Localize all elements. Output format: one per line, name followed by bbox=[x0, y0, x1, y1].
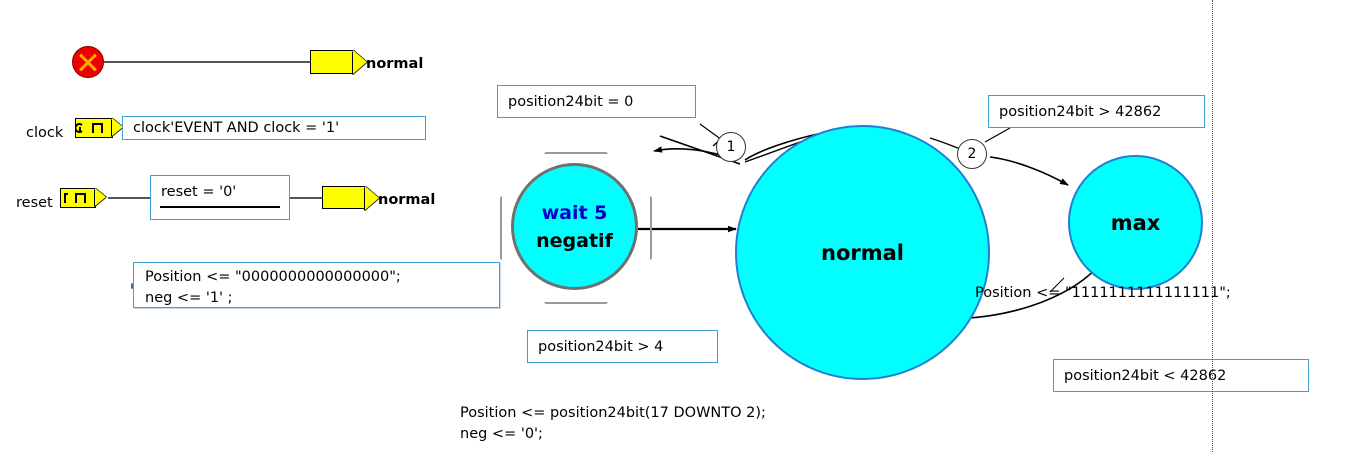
state-wait5[interactable]: wait 5 negatif bbox=[511, 163, 638, 290]
transition-number-2[interactable]: 2 bbox=[957, 139, 987, 169]
state-max-label: max bbox=[1110, 210, 1161, 235]
reset-condition-box[interactable]: reset = '0' bbox=[150, 175, 290, 220]
normal-action-line-2: neg <= '0'; bbox=[460, 426, 543, 442]
reset-signal-label: reset bbox=[16, 195, 53, 211]
clock-signal-label: clock bbox=[26, 125, 64, 141]
state-ref-normal-start[interactable] bbox=[310, 50, 354, 74]
reset-action-box[interactable]: Position <= "0000000000000000"; neg <= '… bbox=[133, 262, 500, 308]
start-node[interactable] bbox=[72, 46, 104, 78]
reset-connector-line-left bbox=[108, 197, 150, 199]
page-boundary-line bbox=[1212, 0, 1213, 452]
condition-box-position-gt-42862[interactable]: position24bit > 42862 bbox=[988, 95, 1205, 128]
condition-box-position-gt-4[interactable]: position24bit > 4 bbox=[527, 330, 718, 363]
reset-condition-underline bbox=[160, 206, 280, 208]
reset-condition-text: reset = '0' bbox=[161, 183, 237, 200]
reset-connector-line-right bbox=[290, 197, 322, 199]
state-max[interactable]: max bbox=[1068, 155, 1203, 290]
rising-edge-icon[interactable] bbox=[74, 118, 113, 138]
condition-box-position-eq-0[interactable]: position24bit = 0 bbox=[497, 85, 696, 118]
clock-condition-box[interactable]: clock'EVENT AND clock = '1' bbox=[122, 116, 426, 140]
condition-box-position-lt-42862[interactable]: position24bit < 42862 bbox=[1053, 359, 1309, 392]
pulse-glyph bbox=[64, 193, 86, 203]
state-wait5-label-line2: negatif bbox=[536, 229, 613, 252]
reset-action-line-1: Position <= "0000000000000000"; bbox=[145, 269, 401, 285]
start-connector-line bbox=[104, 61, 310, 63]
state-ref-normal-reset[interactable] bbox=[322, 186, 366, 209]
state-normal-label: normal bbox=[821, 240, 904, 265]
pulse-icon[interactable] bbox=[60, 188, 96, 208]
state-wait5-label-line1: wait 5 bbox=[541, 201, 608, 224]
reset-target-label: normal bbox=[378, 192, 436, 208]
normal-action-line-1: Position <= position24bit(17 DOWNTO 2); bbox=[460, 405, 766, 421]
state-normal[interactable]: normal bbox=[735, 125, 990, 380]
start-target-label: normal bbox=[366, 56, 424, 72]
rising-edge-glyph bbox=[74, 123, 103, 133]
max-action-text: Position <= "1111111111111111"; bbox=[975, 285, 1231, 301]
transition-number-1[interactable]: 1 bbox=[716, 132, 746, 162]
wait5-selection-octagon[interactable] bbox=[500, 152, 652, 304]
reset-action-line-2: neg <= '1' ; bbox=[145, 290, 233, 307]
